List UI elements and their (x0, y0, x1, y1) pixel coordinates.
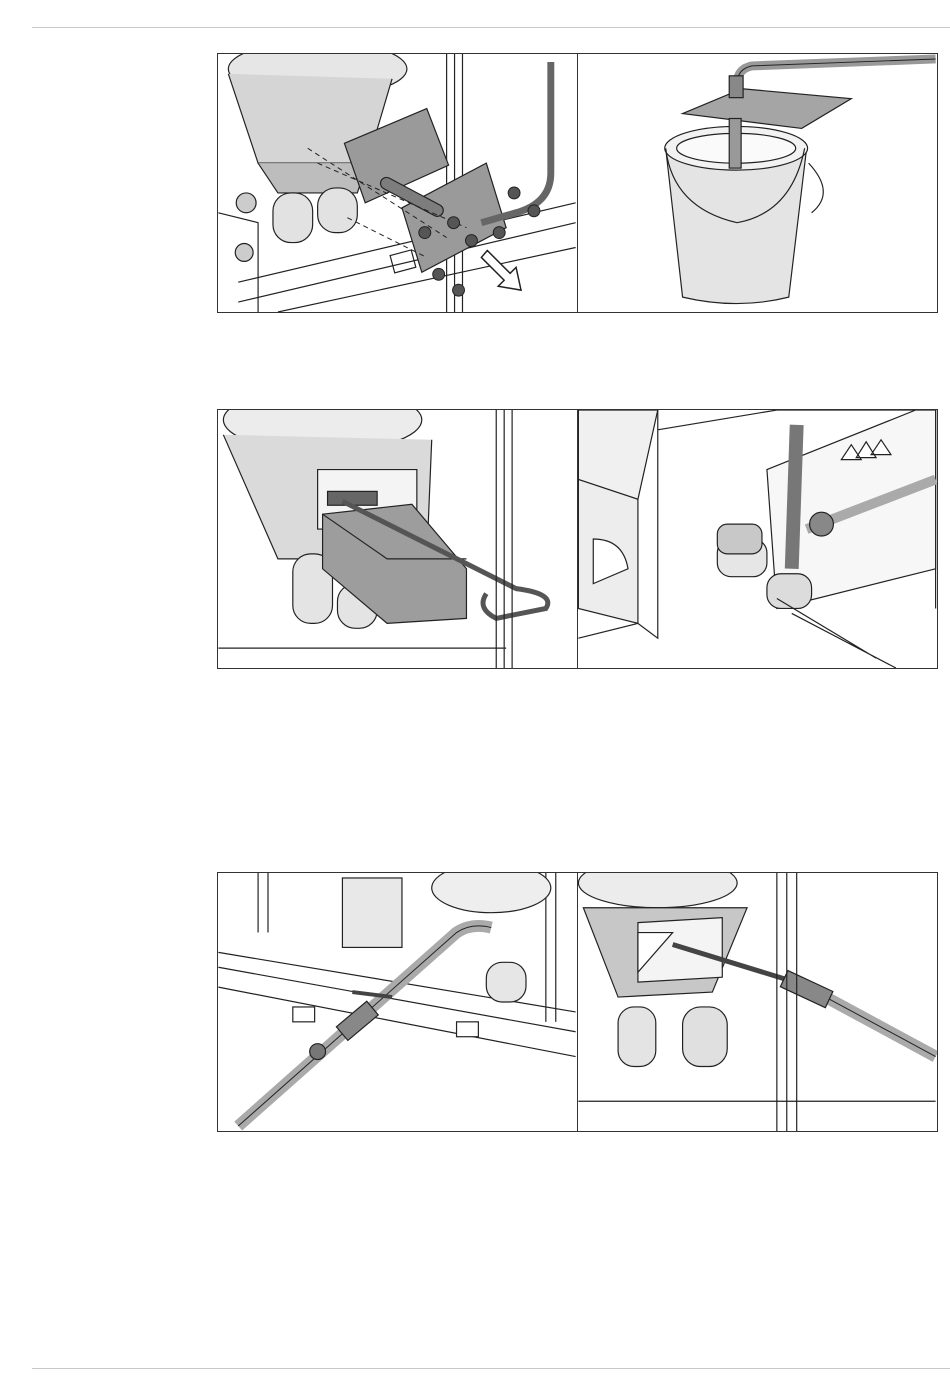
figure-bucket-drain (577, 53, 938, 313)
figure-sludge-tray (217, 409, 578, 669)
figure-ball-valve-hose (217, 872, 578, 1132)
bottom-rule (32, 1368, 950, 1369)
figure-spray-lance (577, 872, 938, 1132)
illustration-tray (218, 410, 577, 668)
illustration-valve (218, 873, 577, 1131)
illustration-bucket (578, 54, 937, 312)
top-rule (32, 27, 950, 28)
figure-drain-hose (577, 409, 938, 669)
illustration-spray (578, 873, 937, 1131)
illustration-hose (578, 410, 937, 668)
illustration-plate-removal (218, 54, 577, 312)
figure-drain-plate-removal (217, 53, 578, 313)
